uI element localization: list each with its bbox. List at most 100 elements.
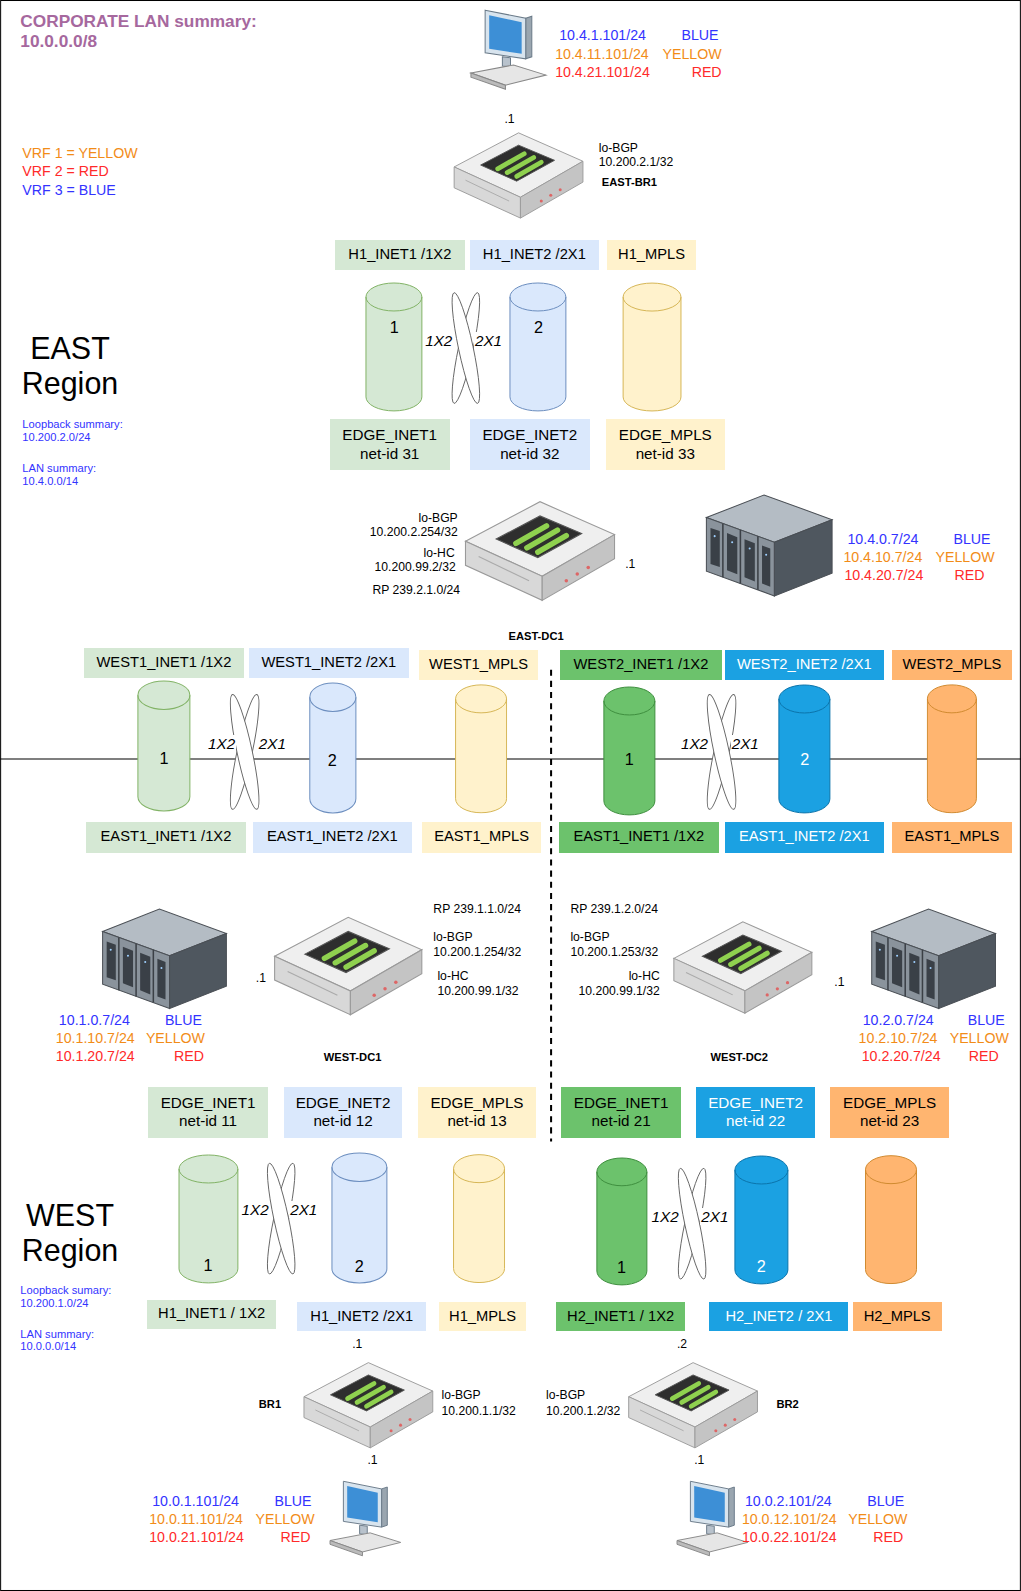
text-label: 10.200.2.254/32: [370, 525, 458, 539]
link-label-box: EDGE_INET2net-id 32: [470, 419, 590, 470]
pc-icon: [471, 10, 546, 89]
box-subtext: net-id 11: [179, 1112, 237, 1130]
text-label: lo-BGP: [441, 1388, 480, 1402]
box-subtext: net-id 23: [860, 1112, 919, 1130]
box-heading: EAST1_INET2 /2X1: [739, 828, 870, 846]
text-label: 10.4.1.101/24: [559, 27, 646, 43]
box-subtext: net-id 33: [636, 445, 695, 463]
text-label: 10.200.99.1/32: [437, 984, 518, 998]
text-label: 10.1.0.7/24: [59, 1012, 130, 1028]
text-label: RP 239.1.2.0/24: [570, 902, 658, 916]
link-cylinder: 2: [734, 1155, 789, 1285]
cylinder-body: [332, 1153, 387, 1283]
text-label: 10.1.20.7/24: [56, 1048, 135, 1064]
link-label-box: EDGE_MPLSnet-id 13: [418, 1087, 536, 1138]
cylinder-body: [366, 283, 422, 411]
link-label-box: EAST1_MPLS: [422, 822, 541, 852]
device-name: EAST-BR1: [602, 176, 657, 189]
link-label-box: H2_INET2 / 2X1: [709, 1302, 848, 1330]
text-label: YELLOW: [146, 1030, 205, 1046]
box-heading: H1_INET1 / 1X2: [158, 1305, 265, 1323]
text-label: 10.4.11.101/24: [555, 46, 649, 62]
mpls-cylinder: [456, 685, 507, 813]
text-label: .1: [352, 1337, 362, 1351]
text-label: 10.200.1.254/32: [433, 945, 521, 959]
link-cylinder: 1: [603, 686, 656, 816]
text-label: lo-HC: [424, 546, 455, 560]
text-label: RP 239.2.1.0/24: [372, 583, 460, 597]
cylinder-rim: [332, 1167, 387, 1181]
box-heading: EDGE_INET1: [574, 1094, 669, 1112]
text-label: 10.0.12.101/24: [742, 1511, 837, 1527]
box-heading: WEST1_MPLS: [429, 656, 528, 674]
cylinder-rim: [779, 699, 830, 713]
text-label: VRF 1 = YELLOW: [22, 145, 137, 161]
text-label: LAN summary: 10.0.0.0/14: [20, 1328, 132, 1354]
box-heading: H2_INET2 / 2X1: [725, 1308, 832, 1326]
fortigate-icon: [454, 133, 583, 218]
link-cylinder: 1: [178, 1154, 239, 1284]
link-direction-label: 2X1: [289, 1201, 318, 1219]
text-label: 10.2.0.7/24: [863, 1012, 934, 1028]
text-label: Loopback sumary: 10.200.1.0/24: [20, 1284, 132, 1310]
link-label-box: H1_INET2 /2X1: [297, 1302, 426, 1330]
box-heading: EDGE_INET2: [296, 1094, 391, 1112]
link-label-box: H1_MPLS: [439, 1302, 525, 1330]
text-label: .1: [504, 112, 514, 126]
device-name: BR2: [776, 1398, 798, 1411]
text-label: lo-BGP: [419, 511, 458, 525]
mpls-cylinder: [865, 1156, 916, 1284]
box-heading: EAST1_MPLS: [905, 828, 1000, 846]
text-label: RED: [692, 64, 722, 80]
text-label: lo-BGP: [546, 1388, 585, 1402]
device-name: WEST-DC1: [324, 1051, 382, 1064]
box-heading: H1_INET2 /2X1: [310, 1308, 413, 1326]
box-heading: WEST2_INET2 /2X1: [737, 656, 872, 674]
pc-icon: [677, 1481, 748, 1555]
link-number: 1: [603, 750, 656, 769]
text-label: VRF 3 = BLUE: [22, 182, 115, 198]
link-label-box: WEST2_MPLS: [892, 650, 1012, 680]
link-number: 1: [365, 318, 423, 337]
pc-icon: [330, 1481, 401, 1555]
cylinder-outline: [509, 282, 567, 412]
text-label: BLUE: [165, 1012, 202, 1028]
text-label: 10.4.20.7/24: [844, 567, 923, 583]
fortigate-icon: [465, 502, 614, 601]
text-label: lo-HC: [629, 969, 660, 983]
link-label-box: WEST1_MPLS: [419, 650, 538, 680]
link-label-box: EAST1_INET1 /1X2: [86, 822, 245, 852]
box-heading: EAST1_INET2 /2X1: [267, 828, 398, 846]
text-label: 10.200.99.1/32: [579, 984, 660, 998]
text-label: 10.200.1.2/32: [546, 1404, 620, 1418]
cylinder-outline: [365, 282, 423, 412]
link-label-box: EDGE_INET1net-id 31: [330, 419, 450, 470]
cylinder-body: [779, 685, 830, 813]
link-label-box: EDGE_MPLSnet-id 23: [830, 1087, 949, 1138]
fortigate-icon: [629, 1363, 758, 1448]
cylinder-body: [604, 687, 655, 815]
text-label: YELLOW: [848, 1511, 907, 1527]
link-cylinder: 1: [365, 282, 423, 412]
text-label: .2: [677, 1337, 687, 1351]
text-label: RED: [174, 1048, 204, 1064]
link-number: 2: [309, 751, 357, 770]
text-label: lo-BGP: [570, 930, 609, 944]
box-subtext: net-id 21: [591, 1112, 650, 1130]
cylinder-rim: [138, 695, 190, 709]
device-name: WEST-DC2: [710, 1051, 768, 1064]
text-label: 10.0.1.101/24: [152, 1493, 239, 1509]
link-label-box: EDGE_INET1net-id 21: [561, 1087, 681, 1138]
fortigate-icon: [304, 1363, 433, 1448]
text-label: EAST Region: [14, 331, 126, 401]
link-direction-label: 1X2: [651, 1208, 680, 1226]
cylinder-body: [309, 683, 355, 813]
text-label: 10.2.20.7/24: [862, 1048, 941, 1064]
mpls-cylinder: [927, 685, 976, 813]
link-number: 1: [596, 1258, 648, 1277]
mpls-cylinder: [454, 1155, 505, 1283]
device-name: EAST-DC1: [508, 630, 563, 643]
link-direction-label: 1X2: [241, 1201, 270, 1219]
hub-divider: [550, 670, 552, 1142]
